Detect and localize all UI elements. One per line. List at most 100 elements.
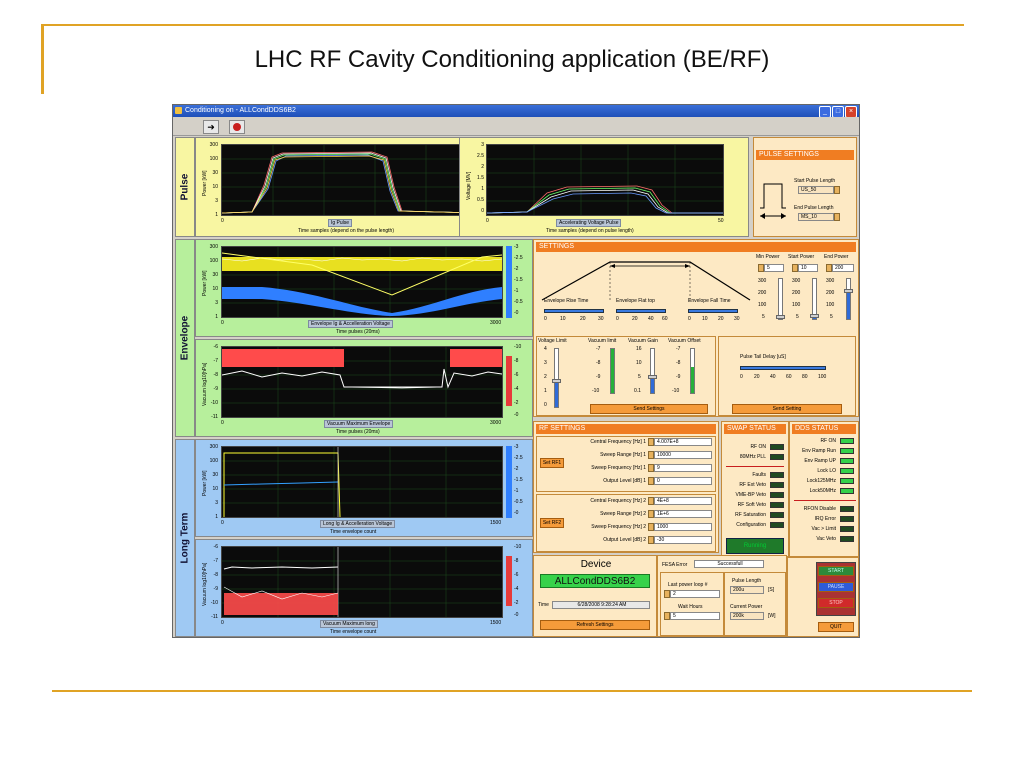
min-power-spin-icon[interactable] [758,264,764,272]
start-pulse-dropdown-icon[interactable] [834,186,840,194]
rf2-output-level-input[interactable]: -30 [654,536,712,544]
lt-ig-traces [222,447,502,518]
rf1-spin-icon[interactable] [648,438,654,446]
vacuum-limit-slider[interactable] [610,348,615,394]
wait-hours-input[interactable]: 5 [670,612,720,620]
envelope-shape-diagram [541,261,751,301]
end-power-input[interactable]: 200 [832,264,854,272]
swap-led-label: RF Saturation [735,512,766,518]
dds-rfon-disable-led [840,506,854,512]
tab-long-term[interactable]: Long Term [175,439,195,637]
last-power-spin-icon[interactable] [664,590,670,598]
close-icon[interactable]: × [845,106,857,118]
dds-status-panel: DDS STATUS RF ON Env Ramp Run Env Ramp U… [789,421,859,557]
voltage-tick: 3 [544,360,547,366]
lt-vac-title: Vacuum Maximum long [320,620,378,628]
lt-ig-ytick: 10 [212,486,218,492]
voltage-tick: 1 [544,388,547,394]
tab-pulse[interactable]: Pulse [175,137,195,237]
env-vac-ytick-right: -2 [514,400,519,406]
rf1-sweep-frequency-input[interactable]: 9 [654,464,712,472]
acc-pulse-plot[interactable] [486,144,724,216]
rf1-spin-icon[interactable] [648,464,654,472]
send-setting-button[interactable]: Send Setting [732,404,842,414]
set-rf2-button[interactable]: Set RF2 [540,518,564,528]
rf1-label: Sweep Range [Hz] 1 [600,452,646,458]
vacuum-limit-label: Vacuum limit [588,338,617,344]
rf2-spin-icon[interactable] [648,523,654,531]
min-power-input[interactable]: 5 [764,264,784,272]
min-power-tick: 300 [758,278,767,284]
fesa-loop-panel: FESA Error Successfull Last power loop #… [657,555,787,637]
pulse-length-unit: [S] [768,587,775,593]
pause-button[interactable]: PAUSE [818,582,854,592]
rf2-central-frequency-input[interactable]: 4E+8 [654,497,712,505]
vacuum-limit-tick: -10 [592,388,600,394]
lt-ig-ytick-right: -2.5 [514,455,523,461]
start-power-slider[interactable] [810,278,819,320]
wait-hours-spin-icon[interactable] [664,612,670,620]
start-button[interactable]: START [818,566,854,576]
env-vac-plot[interactable] [221,346,503,418]
pulse-tail-slider[interactable] [740,366,826,370]
flat-tick: 20 [632,316,638,322]
env-ig-plot[interactable] [221,246,503,318]
rf1-sweep-range-input[interactable]: 10000 [654,451,712,459]
rf1-spin-icon[interactable] [648,451,654,459]
lt-ig-plot[interactable] [221,446,503,518]
tab-envelope[interactable]: Envelope [175,239,195,437]
vacuum-gain-label: Vacuum Gain [628,338,658,344]
end-power-tick: 100 [826,302,835,308]
stop-icon[interactable] [229,120,245,134]
dds-env-ramp-run-led [840,448,854,454]
vacuum-gain-tick: 5 [638,374,641,380]
rf1-label: Sweep Frequency [Hz] 1 [591,465,646,471]
rf2-spin-icon[interactable] [648,536,654,544]
lt-ig-ytick-right: -3 [514,444,519,450]
dds-led-label: Lock50MHz [809,488,836,494]
dds-led-label: RF ON [820,438,836,444]
flat-tick: 60 [662,316,668,322]
voltage-limit-slider[interactable] [552,348,561,408]
lt-vac-plot[interactable] [221,546,503,618]
rf1-spin-icon[interactable] [648,477,654,485]
lt-ig-ytick: 1 [215,514,218,520]
end-power-spin-icon[interactable] [826,264,832,272]
last-power-loop-input[interactable]: 2 [670,590,720,598]
set-rf1-button[interactable]: Set RF1 [540,458,564,468]
send-settings-button[interactable]: Send Settings [590,404,708,414]
refresh-settings-button[interactable]: Refresh Settings [540,620,650,630]
slide-accent-top [44,24,964,26]
stop-button[interactable]: STOP [818,598,854,608]
fall-tick: 30 [734,316,740,322]
env-ig-ytick: 1 [215,314,218,320]
run-arrow-icon[interactable]: ➜ [203,120,219,134]
pulse-tail-tick: 0 [740,374,743,380]
rf1-output-level-input[interactable]: 0 [654,477,712,485]
end-pulse-dropdown-icon[interactable] [834,213,840,221]
vacuum-offset-slider[interactable] [690,348,695,394]
start-power-input[interactable]: 10 [798,264,818,272]
min-power-slider[interactable] [776,278,785,320]
window-titlebar[interactable]: Conditioning on - ALLCondDDS6B2 _ □ × [173,105,859,118]
flat-top-slider[interactable] [616,309,666,313]
end-pulse-select[interactable]: MS_10 [798,213,834,221]
slide-accent-vertical [41,24,44,94]
env-vac-ytick-right: -8 [514,358,519,364]
rf1-central-frequency-input[interactable]: 4.007E+8 [654,438,712,446]
rf2-sweep-range-input[interactable]: 1E+6 [654,510,712,518]
env-vac-ytick-right: -0 [514,412,519,418]
rf2-spin-icon[interactable] [648,497,654,505]
quit-button[interactable]: QUIT [818,622,854,632]
start-power-spin-icon[interactable] [792,264,798,272]
rise-time-slider[interactable] [544,309,604,313]
rf2-sweep-frequency-input[interactable]: 1000 [654,523,712,531]
ig-pulse-plot[interactable] [221,144,479,216]
start-power-tick: 5 [796,314,799,320]
fall-time-slider[interactable] [688,309,738,313]
rf2-spin-icon[interactable] [648,510,654,518]
end-power-slider[interactable] [844,278,853,320]
start-pulse-select[interactable]: US_50 [798,186,834,194]
vacuum-gain-slider[interactable] [648,348,657,394]
minimize-icon[interactable]: _ [819,106,831,118]
